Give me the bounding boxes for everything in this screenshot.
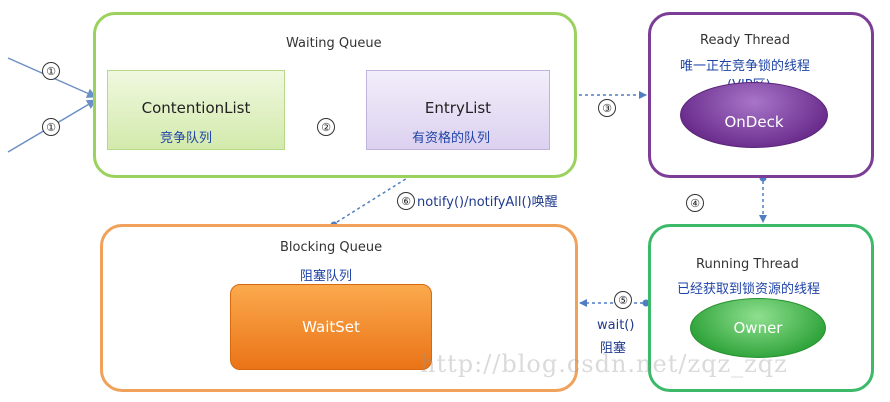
step-2-marker: ②	[317, 118, 335, 136]
contention-list-box: ContentionList	[107, 70, 285, 150]
owner-cn-label: 已经获取到锁资源的线程	[677, 282, 821, 297]
blocking-queue-title: Blocking Queue	[280, 240, 383, 255]
owner-label: Owner	[733, 319, 783, 337]
entry-list-box: EntryList	[366, 70, 550, 150]
contention-list-label: ContentionList	[141, 99, 251, 117]
ready-thread-title: Ready Thread	[700, 33, 790, 48]
ondeck-node: OnDeck	[680, 82, 828, 148]
entry-list-label: EntryList	[424, 99, 492, 117]
watermark-text: http://blog.csdn.net/zqz_zqz	[420, 350, 788, 378]
entry-list-cn-label: 有资格的队列	[412, 131, 491, 146]
waitset-label: WaitSet	[302, 318, 360, 336]
step-1-marker-bottom: ①	[42, 118, 60, 136]
step-4-marker: ④	[686, 194, 704, 212]
waiting-queue-title: Waiting Queue	[286, 36, 382, 51]
wait-label: wait()	[597, 318, 635, 333]
block-label: 阻塞	[600, 341, 627, 356]
arrow-5-start-dot	[642, 299, 650, 307]
step-3-marker: ③	[598, 99, 616, 117]
waitset-cn-label: 阻塞队列	[300, 269, 353, 284]
ondeck-cn-label: 唯一正在竞争锁的线程	[680, 59, 811, 74]
owner-node: Owner	[690, 298, 826, 358]
ondeck-label: OnDeck	[724, 113, 784, 131]
running-thread-title: Running Thread	[696, 257, 799, 272]
step-6-marker: ⑥	[397, 192, 415, 210]
contention-list-cn-label: 竞争队列	[160, 131, 213, 146]
step-1-marker-top: ①	[42, 62, 60, 80]
notify-label: notify()/notifyAll()唤醒	[417, 195, 558, 210]
waitset-box: WaitSet	[230, 284, 432, 370]
step-5-marker: ⑤	[614, 291, 632, 309]
arrow-6-notify-to-entry	[336, 149, 453, 223]
